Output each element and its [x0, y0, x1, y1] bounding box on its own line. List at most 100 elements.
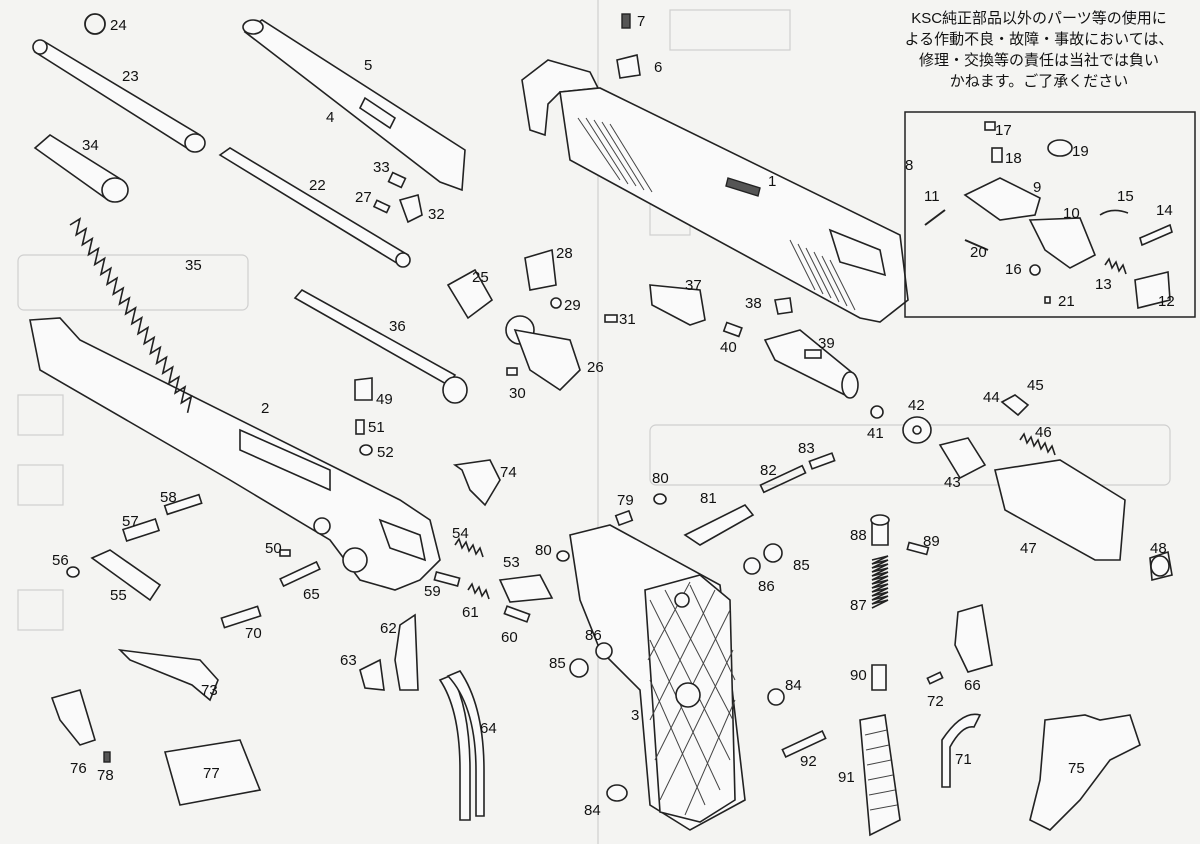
label-5: 5	[364, 57, 372, 74]
label-48: 48	[1150, 540, 1167, 557]
label-31: 31	[619, 311, 636, 328]
label-13: 13	[1095, 276, 1112, 293]
notice-line-2: よる作動不良・故障・事故においては、	[904, 31, 1174, 48]
label-90: 90	[850, 667, 867, 684]
label-23: 23	[122, 68, 139, 85]
label-28: 28	[556, 245, 573, 262]
label-83: 83	[798, 440, 815, 457]
label-12: 12	[1158, 293, 1175, 310]
label-61: 61	[462, 604, 479, 621]
label-46: 46	[1035, 424, 1052, 441]
label-91: 91	[838, 769, 855, 786]
label-7: 7	[637, 13, 645, 30]
label-14: 14	[1156, 202, 1173, 219]
label-71: 71	[955, 751, 972, 768]
label-88: 88	[850, 527, 867, 544]
label-19: 19	[1072, 143, 1089, 160]
part-34-tube	[33, 134, 129, 203]
label-10: 10	[1063, 205, 1080, 222]
small-parts-right-center	[859, 514, 944, 837]
notice-line-4: かねます。ご了承ください	[949, 73, 1129, 90]
label-73: 73	[201, 682, 218, 699]
label-51: 51	[368, 419, 385, 436]
label-41: 41	[867, 425, 884, 442]
label-59: 59	[424, 583, 441, 600]
small-parts-upper	[616, 13, 859, 399]
small-parts-lower-left	[50, 493, 321, 806]
part-35-recoil-spring	[69, 217, 193, 414]
label-35: 35	[185, 257, 202, 274]
part-2-frame	[29, 317, 441, 591]
label-86: 86	[758, 578, 775, 595]
label-86-lower: 86	[585, 627, 602, 644]
label-57: 57	[122, 513, 139, 530]
label-40: 40	[720, 339, 737, 356]
part-3-grip-frame	[569, 524, 746, 831]
small-parts-center	[354, 171, 618, 456]
label-85: 85	[793, 557, 810, 574]
label-70: 70	[245, 625, 262, 642]
label-42: 42	[908, 397, 925, 414]
label-39: 39	[818, 335, 835, 352]
label-9: 9	[1033, 179, 1041, 196]
label-53: 53	[503, 554, 520, 571]
label-45: 45	[1027, 377, 1044, 394]
label-33: 33	[373, 159, 390, 176]
label-1: 1	[768, 173, 776, 190]
label-11: 11	[924, 188, 940, 205]
small-parts-lower-center	[359, 459, 554, 821]
label-54: 54	[452, 525, 469, 542]
label-65: 65	[303, 586, 320, 603]
label-77: 77	[203, 765, 220, 782]
label-85-lower: 85	[549, 655, 566, 672]
label-84-lower: 84	[584, 802, 601, 819]
part-23-tube	[32, 39, 206, 153]
label-74: 74	[500, 464, 517, 481]
inset-detail-box	[904, 111, 1196, 318]
label-80-lower: 80	[535, 542, 552, 559]
part-36-rod	[293, 288, 468, 404]
label-49: 49	[376, 391, 393, 408]
label-30: 30	[509, 385, 526, 402]
label-26: 26	[587, 359, 604, 376]
label-3: 3	[631, 707, 639, 724]
small-parts-grip	[556, 452, 836, 802]
label-89: 89	[923, 533, 940, 550]
label-18: 18	[1005, 150, 1022, 167]
label-78: 78	[97, 767, 114, 784]
label-2: 2	[261, 400, 269, 417]
label-6: 6	[654, 59, 662, 76]
label-29: 29	[564, 297, 581, 314]
label-82: 82	[760, 462, 777, 479]
label-58: 58	[160, 489, 177, 506]
label-4: 4	[326, 109, 334, 126]
label-75: 75	[1068, 760, 1085, 777]
label-63: 63	[340, 652, 357, 669]
label-20: 20	[970, 244, 987, 261]
part-1-slide	[521, 59, 909, 323]
label-22: 22	[309, 177, 326, 194]
label-43: 43	[944, 474, 961, 491]
label-72: 72	[927, 693, 944, 710]
label-50: 50	[265, 540, 282, 557]
label-81: 81	[700, 490, 717, 507]
part-4-5-barrel	[242, 19, 466, 192]
label-60: 60	[501, 629, 518, 646]
part-24-o-ring	[84, 13, 106, 35]
label-44: 44	[983, 389, 1000, 406]
label-76: 76	[70, 760, 87, 777]
label-47: 47	[1020, 540, 1037, 557]
label-37: 37	[685, 277, 702, 294]
label-56: 56	[52, 552, 69, 569]
label-36: 36	[389, 318, 406, 335]
label-8: 8	[905, 157, 913, 174]
notice-line-1: KSC純正部品以外のパーツ等の使用に	[911, 10, 1167, 27]
label-87: 87	[850, 597, 867, 614]
label-24: 24	[110, 17, 127, 34]
label-84: 84	[785, 677, 802, 694]
label-25: 25	[472, 269, 489, 286]
disclaimer-notice: KSC純正部品以外のパーツ等の使用に よる作動不良・故障・事故においては、 修理…	[880, 8, 1198, 92]
label-34: 34	[82, 137, 99, 154]
label-27: 27	[355, 189, 372, 206]
